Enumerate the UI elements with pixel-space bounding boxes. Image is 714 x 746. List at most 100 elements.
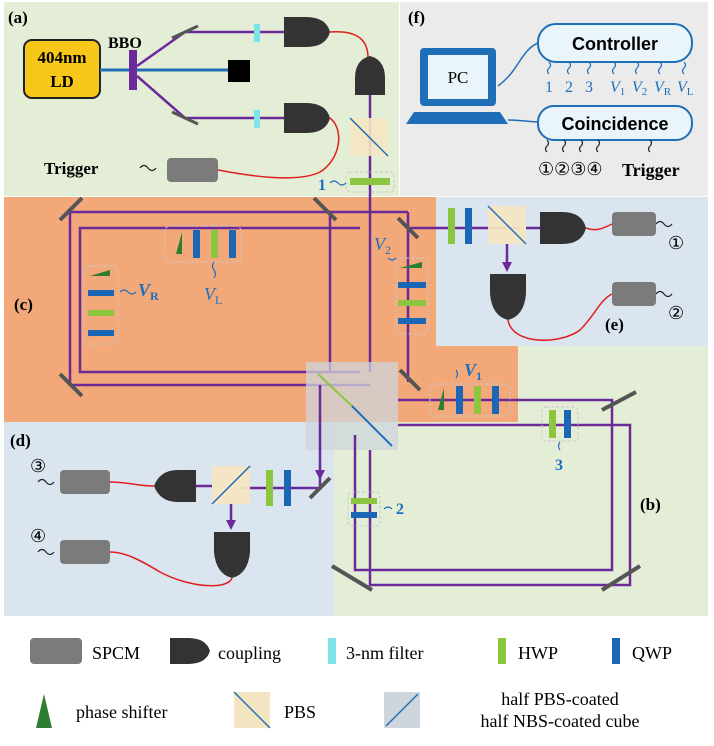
- legend-spcm-icon: [30, 638, 82, 664]
- plate-2-box: [347, 491, 381, 527]
- legend-filter-icon: [328, 638, 336, 664]
- hwp-d: [266, 470, 273, 506]
- beam-d-reflected-arrow: [226, 520, 236, 530]
- coincidence-trigger-label: Trigger: [622, 160, 680, 180]
- pbs-e-diagonal: [487, 205, 527, 245]
- phase-shifter-v1: [438, 388, 444, 410]
- qwp-plate-3: [564, 410, 571, 438]
- hwp-v2: [398, 300, 426, 306]
- legend: SPCM coupling 3-nm filter HWP QWP phase …: [30, 638, 672, 731]
- legend-cube-diagonal: [385, 693, 419, 727]
- pbs-d-diagonal: [211, 465, 251, 505]
- vr-leader: [119, 289, 137, 295]
- coupler-output: [355, 56, 385, 95]
- fiber-e-1: [585, 223, 613, 231]
- mirrors-c: [58, 196, 422, 398]
- controller-output-wires: [546, 61, 687, 75]
- qwp-vl-2: [229, 230, 236, 258]
- filter-upper: [254, 24, 260, 42]
- detector-3-label: ③: [30, 456, 46, 476]
- legend-pbs-label: PBS: [284, 702, 316, 722]
- trigger-label: Trigger: [44, 159, 99, 178]
- panel-label-f: (f): [408, 8, 425, 27]
- channel-v1-label: V1: [610, 79, 625, 98]
- panel-label-c: (c): [14, 295, 33, 314]
- spcm-d-3: [60, 470, 110, 494]
- spcm-d-4: [60, 540, 110, 564]
- coupler-d-1: [154, 470, 196, 502]
- qwp-v2-2: [398, 318, 426, 324]
- v1-element-box: [429, 383, 511, 417]
- hwp-plate-3: [549, 410, 556, 438]
- cable-d-4: [37, 548, 55, 556]
- v1-label: V1: [464, 360, 482, 383]
- qwp-d: [284, 470, 291, 506]
- pc-to-controller-cable: [497, 41, 541, 87]
- legend-coupling-label: coupling: [218, 643, 281, 663]
- hwp-plate-2: [351, 498, 377, 504]
- mirrors-b: [330, 390, 642, 592]
- coupler-lower: [284, 103, 330, 133]
- detector-1-label: ①: [668, 233, 684, 253]
- coupler-upper: [284, 17, 330, 47]
- beam-dump: [228, 60, 250, 82]
- panel-label-d: (d): [10, 431, 31, 450]
- panel-label-b: (b): [640, 495, 661, 514]
- coupler-d-2: [214, 532, 250, 578]
- coupler-e-2: [490, 274, 526, 320]
- controller-box: [537, 23, 693, 63]
- legend-cube-label-2: half NBS-coated cube: [481, 711, 640, 731]
- channel-vr-label: VR: [654, 79, 672, 98]
- legend-filter-label: 3-nm filter: [346, 643, 423, 663]
- pc-label: PC: [448, 68, 469, 87]
- mirror-d: [308, 476, 332, 500]
- qwp-vr-1: [88, 290, 114, 296]
- spcm-trigger: [167, 158, 218, 182]
- central-cube-pbs-half: [317, 373, 353, 407]
- legend-phase-icon: [36, 694, 52, 728]
- fiber-lower: [217, 117, 340, 179]
- plate-1-box: [345, 171, 395, 193]
- plate-3-box: [541, 406, 579, 442]
- hwp-e: [448, 208, 455, 244]
- cable-e-2: [655, 290, 673, 298]
- vr-element-box: [83, 265, 119, 345]
- fiber-d-2: [109, 551, 233, 587]
- pbs-source-diagonal: [349, 117, 389, 157]
- beam-d-arrow: [315, 470, 325, 480]
- vl-label: VL: [204, 284, 222, 307]
- legend-hwp-label: HWP: [518, 643, 558, 663]
- coincidence-label: Coincidence: [561, 114, 668, 134]
- central-cube-nbs-half: [351, 405, 393, 447]
- v2-element-box: [395, 257, 429, 335]
- channel-v2-label: V2: [632, 79, 647, 98]
- detector-2-label: ②: [668, 303, 684, 323]
- pc-screen: [428, 55, 488, 99]
- qwp-v2-1: [398, 282, 426, 288]
- plate-3-leader: [557, 441, 561, 451]
- channel-1-label: 1: [545, 79, 553, 96]
- plate-2-leader: [383, 506, 393, 510]
- qwp-v1-2: [492, 386, 499, 414]
- hwp-vl: [211, 230, 218, 258]
- legend-cube-label-1: half PBS-coated: [501, 689, 618, 709]
- qwp-plate-2: [351, 512, 377, 518]
- channel-3-label: 3: [585, 79, 593, 96]
- plate-3-label: 3: [555, 457, 563, 474]
- controller-label: Controller: [572, 34, 658, 54]
- plate-1-leader: [329, 180, 347, 186]
- qwp-vr-2: [88, 330, 114, 336]
- coincidence-input-wires: [544, 139, 653, 153]
- legend-spcm-label: SPCM: [92, 643, 140, 663]
- fiber-e-2: [507, 293, 613, 341]
- bbo-crystal: [129, 50, 137, 90]
- laser-wavelength-label: 404nm: [37, 48, 86, 67]
- channel-vl-label: VL: [677, 79, 694, 98]
- phase-shifter-vr: [90, 270, 110, 276]
- coincidence-box: [537, 105, 693, 141]
- hwp-plate-1: [350, 178, 390, 185]
- mirror-upper-source: [171, 24, 199, 40]
- phase-shifter-vl: [176, 232, 182, 254]
- channel-2-label: 2: [565, 79, 573, 96]
- legend-pbs-diagonal: [233, 691, 271, 729]
